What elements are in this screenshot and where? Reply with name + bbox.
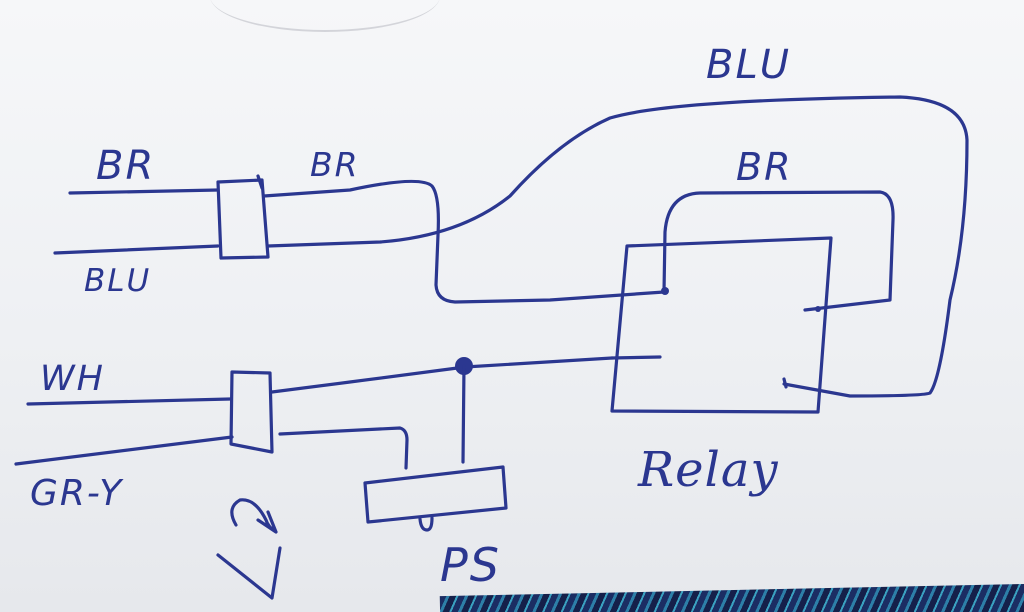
relay-coil-stub	[610, 355, 662, 360]
label-br-relay-loop: BR	[736, 145, 793, 189]
power-supply-box	[363, 465, 508, 524]
wire-br-input	[68, 188, 220, 195]
label-wh-input: WH	[40, 359, 105, 399]
label-blu-input: BLU	[84, 263, 152, 299]
relay-terminal-1	[661, 287, 669, 295]
label-br-input: BR	[96, 143, 156, 189]
relay-terminal-stub	[782, 377, 788, 389]
relay-box	[610, 236, 833, 414]
label-blu-loop: BLU	[706, 42, 792, 88]
wire-wh-input	[26, 397, 232, 406]
label-gry-input: GR-Y	[30, 473, 124, 514]
wire-gry-to-ps	[278, 426, 409, 470]
connector-top	[216, 178, 270, 260]
wire-blu-loop	[266, 95, 969, 398]
connector-top-tick	[256, 174, 264, 190]
connector-bottom	[229, 370, 274, 454]
wire-wh-to-relay	[270, 356, 614, 394]
wire-junction-to-ps	[461, 364, 466, 464]
power-supply-terminal	[418, 516, 434, 532]
wire-br-relay-loop	[662, 190, 895, 312]
relay-terminal-2	[815, 306, 821, 312]
wire-blu-input	[53, 244, 220, 255]
label-relay: Relay	[638, 442, 779, 498]
label-br-mid: BR	[310, 145, 360, 184]
wire-gry-input	[14, 435, 234, 466]
wire-br-to-relay	[262, 179, 666, 304]
ground-symbol	[216, 498, 282, 600]
label-ps: PS	[440, 538, 501, 592]
